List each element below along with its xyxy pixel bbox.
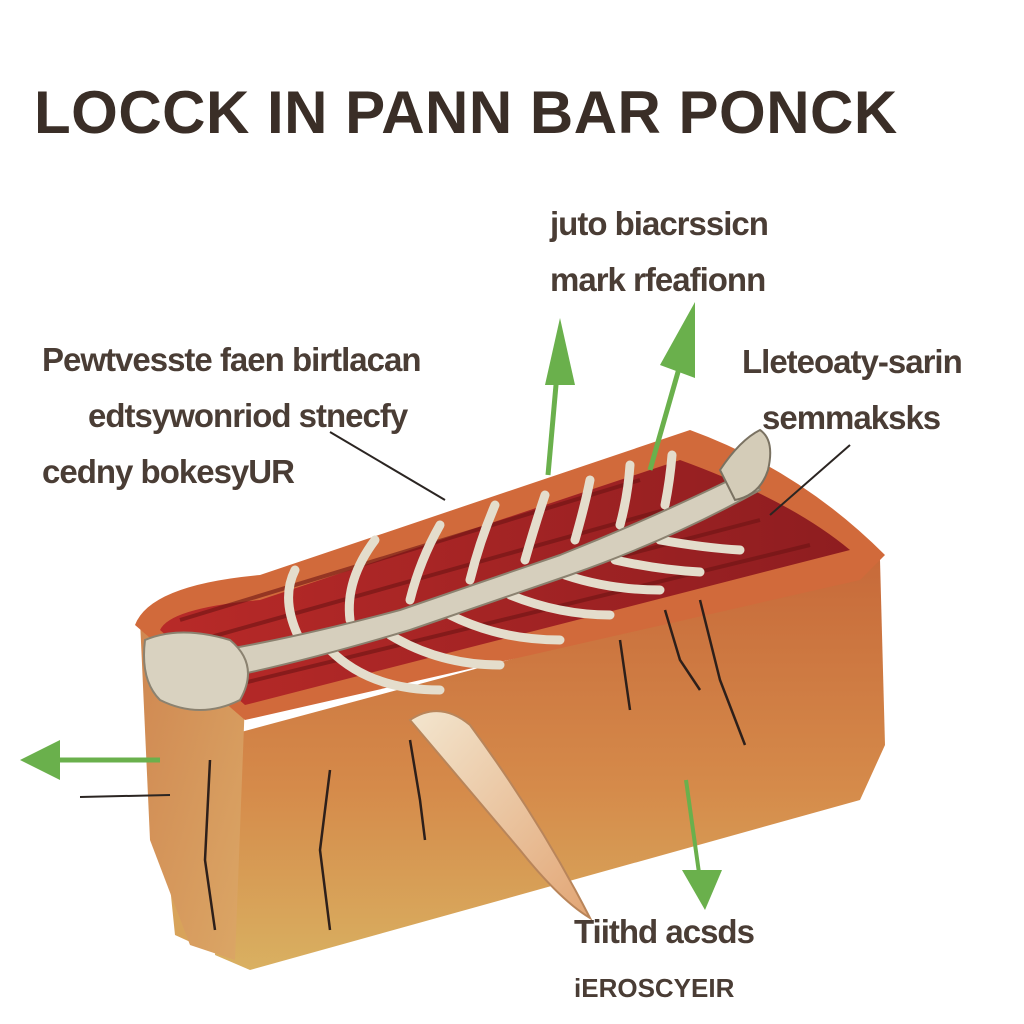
label-top-line-2: mark rfeafionn: [550, 261, 766, 298]
meat-slab: [135, 430, 885, 970]
label-right: Lleteoaty-sarin semmaksks: [742, 334, 963, 446]
label-left-line-1: Pewtvesste faen birtlacan: [42, 341, 422, 378]
tusk: [408, 710, 593, 921]
leader-left: [329, 431, 446, 501]
label-left-line-3: cedny bokesyUR: [42, 453, 295, 490]
arrow-left: [20, 740, 160, 780]
label-bottom-line-2: iEROSCYEIR: [574, 973, 735, 1003]
leader-lines: [79, 431, 851, 798]
arrow-up-left: [545, 318, 575, 476]
label-top: juto biacrssicn mark rfeafionn: [550, 196, 769, 308]
vertebral-column: [148, 468, 762, 692]
arrow-up-right: [647, 302, 695, 471]
label-bottom: Tiithd acsds iEROSCYEIR: [574, 904, 755, 1016]
diagram-title: LOCCK IN PANN BAR PONCK: [34, 79, 898, 146]
label-left: Pewtvesste faen birtlacan edtsywonriod s…: [42, 332, 422, 500]
label-right-line-2: semmaksks: [762, 399, 941, 436]
label-left-line-2: edtsywonriod stnecfy: [88, 397, 408, 434]
label-bottom-line-1: Tiithd acsds: [574, 913, 755, 950]
pelvis-bone: [143, 631, 249, 711]
label-right-line-1: Lleteoaty-sarin: [742, 343, 963, 380]
slab-long-face: [215, 560, 885, 970]
spine-skeleton: [143, 428, 772, 711]
skull: [718, 428, 772, 502]
arrows: [20, 302, 722, 910]
leader-bottom-left: [79, 794, 171, 798]
leader-right: [769, 444, 851, 516]
arrow-down: [682, 779, 722, 910]
label-top-line-1: juto biacrssicn: [550, 205, 769, 242]
